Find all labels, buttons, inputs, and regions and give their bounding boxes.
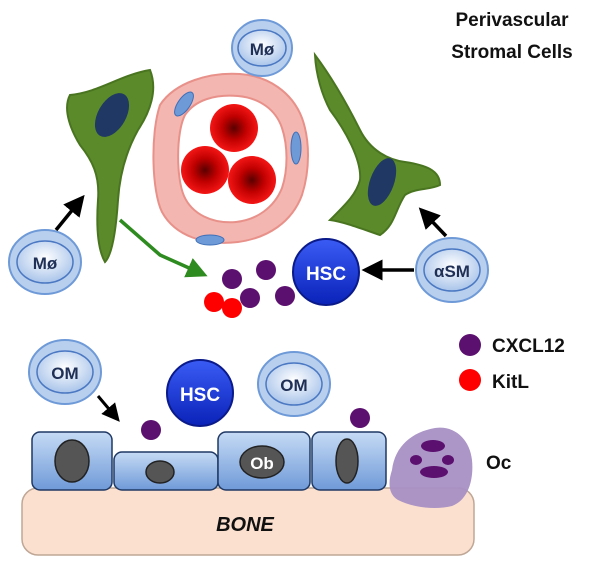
legend: CXCL12 KitL <box>459 334 565 393</box>
hsc-lower: HSC <box>166 359 234 427</box>
legend-kitl-label: KitL <box>492 372 529 393</box>
osteoblast-row: Ob <box>31 431 387 491</box>
alpha-sm-cell: αSM <box>415 237 489 303</box>
stromal-nucleus-left <box>94 93 130 137</box>
stromal-cell-left <box>66 68 155 264</box>
stromal-cell-right <box>313 51 442 237</box>
macrophage-left: Mø <box>8 229 82 295</box>
hsc-lower-label: HSC <box>180 385 220 406</box>
red-blood-cell <box>228 156 276 204</box>
legend-kitl-swatch <box>459 369 481 391</box>
om-left: OM <box>28 339 102 405</box>
macrophage-top-label: Mø <box>250 40 275 59</box>
arrow-macrophage-to-stromal <box>54 194 85 232</box>
hsc-upper-label: HSC <box>306 264 346 285</box>
lining-cell-nucleus <box>335 438 359 484</box>
osteoclast-nucleus <box>421 440 445 452</box>
osteoblast-nucleus <box>239 445 285 479</box>
om-right-label: OM <box>280 376 307 395</box>
lining-cell-nucleus <box>145 460 175 484</box>
endothelial-nucleus <box>290 131 302 165</box>
cxcl12-dot <box>350 408 370 428</box>
kitl-dot <box>204 292 224 312</box>
om-left-label: OM <box>51 364 78 383</box>
stromal-nucleus-right <box>367 158 397 206</box>
lining-cell-nucleus <box>54 439 90 483</box>
cxcl12-dot <box>256 260 276 280</box>
arrow-om-to-bone <box>96 395 120 422</box>
legend-cxcl12-swatch <box>459 334 481 356</box>
legend-cxcl12-label: CXCL12 <box>492 336 565 357</box>
macrophage-top: Mø <box>231 19 293 77</box>
alpha-sm-label: αSM <box>434 262 470 281</box>
osteoclast-nucleus <box>410 455 422 465</box>
macrophage-left-label: Mø <box>33 254 58 273</box>
blood-vessel <box>152 72 309 246</box>
arrow-alpha-sm-to-stromal <box>418 207 448 238</box>
cxcl12-dot <box>275 286 295 306</box>
osteoclast <box>389 427 473 508</box>
osteoblast-label: Ob <box>250 454 274 473</box>
cxcl12-dot <box>141 420 161 440</box>
red-blood-cell <box>181 146 229 194</box>
arrow-stromal-to-niche <box>118 218 208 278</box>
red-blood-cell <box>210 104 258 152</box>
osteoclast-label: Oc <box>486 453 512 474</box>
cxcl12-dot <box>222 269 242 289</box>
hsc-upper: HSC <box>292 238 360 306</box>
osteoclast-nucleus <box>420 466 448 478</box>
endothelial-nucleus <box>174 91 194 117</box>
om-right: OM <box>257 351 331 417</box>
osteoclast-nucleus <box>442 455 454 465</box>
bone-label: BONE <box>216 514 274 536</box>
kitl-dot <box>222 298 242 318</box>
endothelial-nucleus <box>195 234 225 246</box>
cxcl12-dot <box>240 288 260 308</box>
title-line-2: Stromal Cells <box>451 42 572 63</box>
title-line-1: Perivascular <box>455 10 569 31</box>
